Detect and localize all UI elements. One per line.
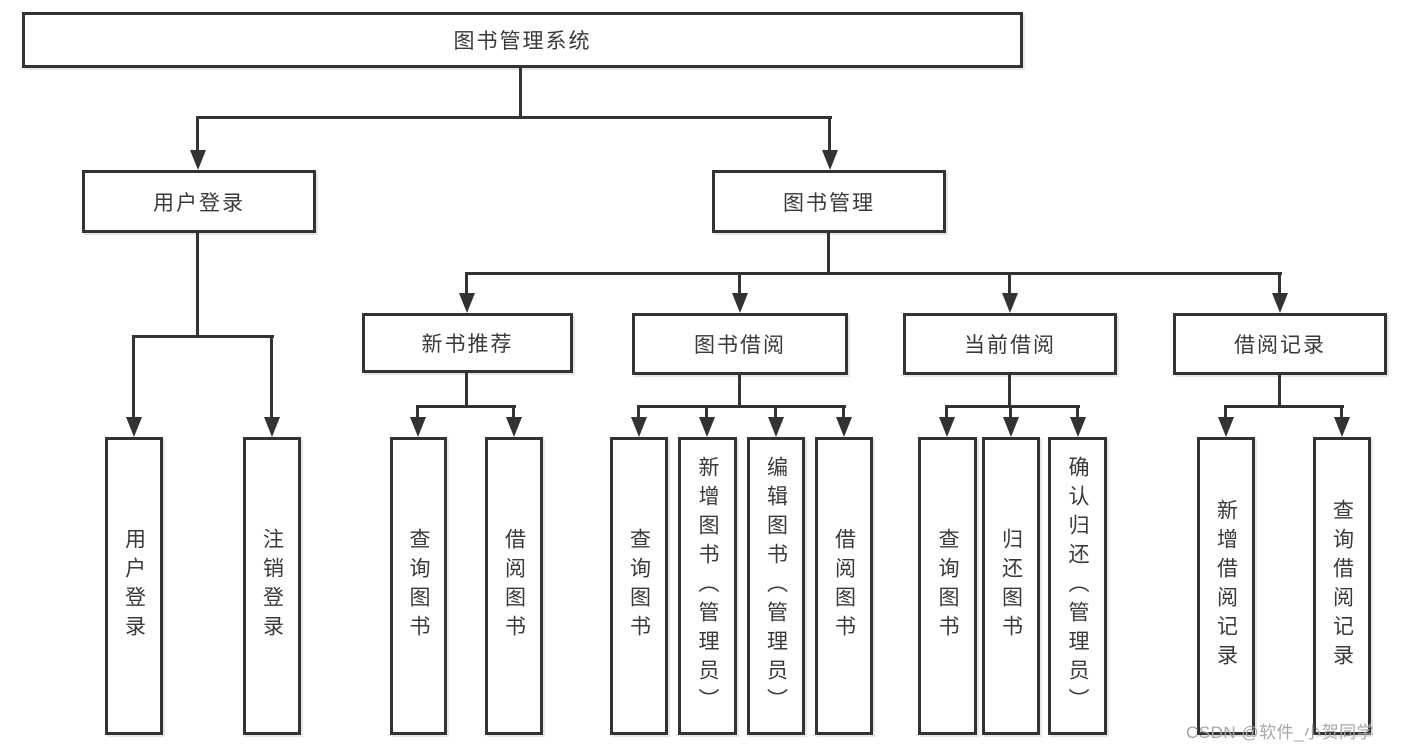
- arrow-to-leaf-user-login: [126, 417, 142, 437]
- arrow-to-cb-query-books: [939, 417, 955, 437]
- leaf-label: 确认归还（管理员）: [1066, 455, 1089, 717]
- connector-book-management-drop: [827, 233, 830, 272]
- connector-new-rec-drop: [465, 373, 468, 405]
- node-library-system: 图书管理系统: [22, 12, 1023, 68]
- leaf-current-query-books: 查询图书: [918, 437, 977, 735]
- connector-to-cb-query-books: [945, 405, 948, 417]
- connector-to-new-book-recommend: [465, 272, 468, 293]
- leaf-label: 查询图书: [627, 528, 651, 644]
- leaf-query-borrow-record: 查询借阅记录: [1313, 437, 1371, 735]
- arrow-to-leaf-logout: [264, 417, 280, 437]
- leaf-label: 归还图书: [999, 528, 1023, 644]
- csdn-watermark: CSDN @软件_小贺同学: [1186, 723, 1375, 742]
- leaf-edit-books-admin: 编辑图书（管理员）: [747, 437, 805, 735]
- node-book-borrowing: 图书借阅: [632, 313, 848, 375]
- connector-to-rec-query-books: [416, 405, 419, 417]
- arrow-to-user-login: [190, 150, 206, 170]
- leaf-label: 查询图书: [407, 528, 430, 644]
- connector-to-br-query-record: [1340, 405, 1343, 417]
- node-new-book-recommend: 新书推荐: [362, 313, 573, 373]
- arrow-to-borrowing-records: [1272, 293, 1288, 313]
- connector-to-cb-confirm-return: [1076, 405, 1079, 417]
- arrow-to-cb-confirm-return: [1070, 417, 1086, 437]
- connector-book-borrowing-drop: [738, 375, 741, 405]
- leaf-label: 新增图书（管理员）: [696, 455, 719, 717]
- connector-to-bb-query-books: [637, 405, 640, 417]
- connector-to-br-add-record: [1224, 405, 1227, 417]
- arrow-to-bb-add-books: [699, 417, 715, 437]
- connector-to-cb-return-books: [1009, 405, 1012, 417]
- leaf-recommend-borrow-books: 借阅图书: [485, 437, 543, 735]
- leaf-borrowing-query-books: 查询图书: [610, 437, 668, 735]
- arrow-to-new-book-recommend: [459, 293, 475, 313]
- leaf-borrowing-borrow-books: 借阅图书: [815, 437, 873, 735]
- leaf-label: 注销登录: [260, 528, 284, 644]
- connector-level2-branch: [196, 116, 832, 119]
- node-current-borrowing: 当前借阅: [903, 313, 1117, 375]
- arrow-to-cb-return-books: [1003, 417, 1019, 437]
- leaf-label: 查询图书: [936, 528, 959, 644]
- arrow-to-current-borrowing: [1002, 293, 1018, 313]
- arrow-to-bb-query-books: [631, 417, 647, 437]
- connector-group2-branch: [416, 405, 516, 408]
- arrow-to-rec-borrow-books: [506, 417, 522, 437]
- connector-to-book-borrowing: [738, 272, 741, 293]
- leaf-add-borrow-record: 新增借阅记录: [1197, 437, 1255, 735]
- node-user-login: 用户登录: [82, 170, 316, 233]
- leaf-confirm-return-admin: 确认归还（管理员）: [1048, 437, 1107, 735]
- connector-to-bb-edit-books: [774, 405, 777, 417]
- node-borrowing-records: 借阅记录: [1173, 313, 1387, 375]
- leaf-label: 借阅图书: [502, 528, 526, 644]
- arrow-to-br-add-record: [1218, 417, 1234, 437]
- connector-group1-branch: [132, 335, 274, 338]
- connector-to-book-management: [828, 116, 831, 150]
- leaf-label: 新增借阅记录: [1214, 499, 1238, 673]
- connector-level3-branch: [465, 272, 1282, 275]
- connector-group5-branch: [1224, 405, 1344, 408]
- connector-group4-branch: [945, 405, 1080, 408]
- connector-group3-branch: [637, 405, 846, 408]
- connector-to-rec-borrow-books: [512, 405, 515, 417]
- connector-to-bb-add-books: [705, 405, 708, 417]
- node-book-management: 图书管理: [712, 170, 946, 233]
- arrow-to-rec-query-books: [410, 417, 426, 437]
- connector-to-user-login: [196, 116, 199, 150]
- connector-to-borrowing-records: [1278, 272, 1281, 293]
- leaf-label: 借阅图书: [832, 528, 856, 644]
- connector-to-leaf-user-login: [132, 335, 135, 417]
- connector-to-bb-borrow-books: [842, 405, 845, 417]
- leaf-user-login: 用户登录: [105, 437, 163, 735]
- arrow-to-book-borrowing: [732, 293, 748, 313]
- connector-borrowing-records-drop: [1278, 375, 1281, 405]
- leaf-label: 查询借阅记录: [1330, 499, 1354, 673]
- arrow-to-book-management: [822, 150, 838, 170]
- leaf-label: 编辑图书（管理员）: [764, 455, 788, 717]
- leaf-label: 用户登录: [122, 528, 146, 644]
- arrow-to-bb-borrow-books: [836, 417, 852, 437]
- leaf-return-books: 归还图书: [982, 437, 1040, 735]
- connector-to-leaf-logout: [270, 335, 273, 417]
- arrow-to-br-query-record: [1334, 417, 1350, 437]
- connector-user-login-drop: [196, 233, 199, 335]
- leaf-add-books-admin: 新增图书（管理员）: [678, 437, 737, 735]
- arrow-to-bb-edit-books: [768, 417, 784, 437]
- leaf-recommend-query-books: 查询图书: [390, 437, 447, 735]
- connector-to-current-borrowing: [1008, 272, 1011, 293]
- leaf-logout: 注销登录: [243, 437, 301, 735]
- connector-root-drop: [519, 68, 522, 117]
- connector-current-borrowing-drop: [1008, 375, 1011, 405]
